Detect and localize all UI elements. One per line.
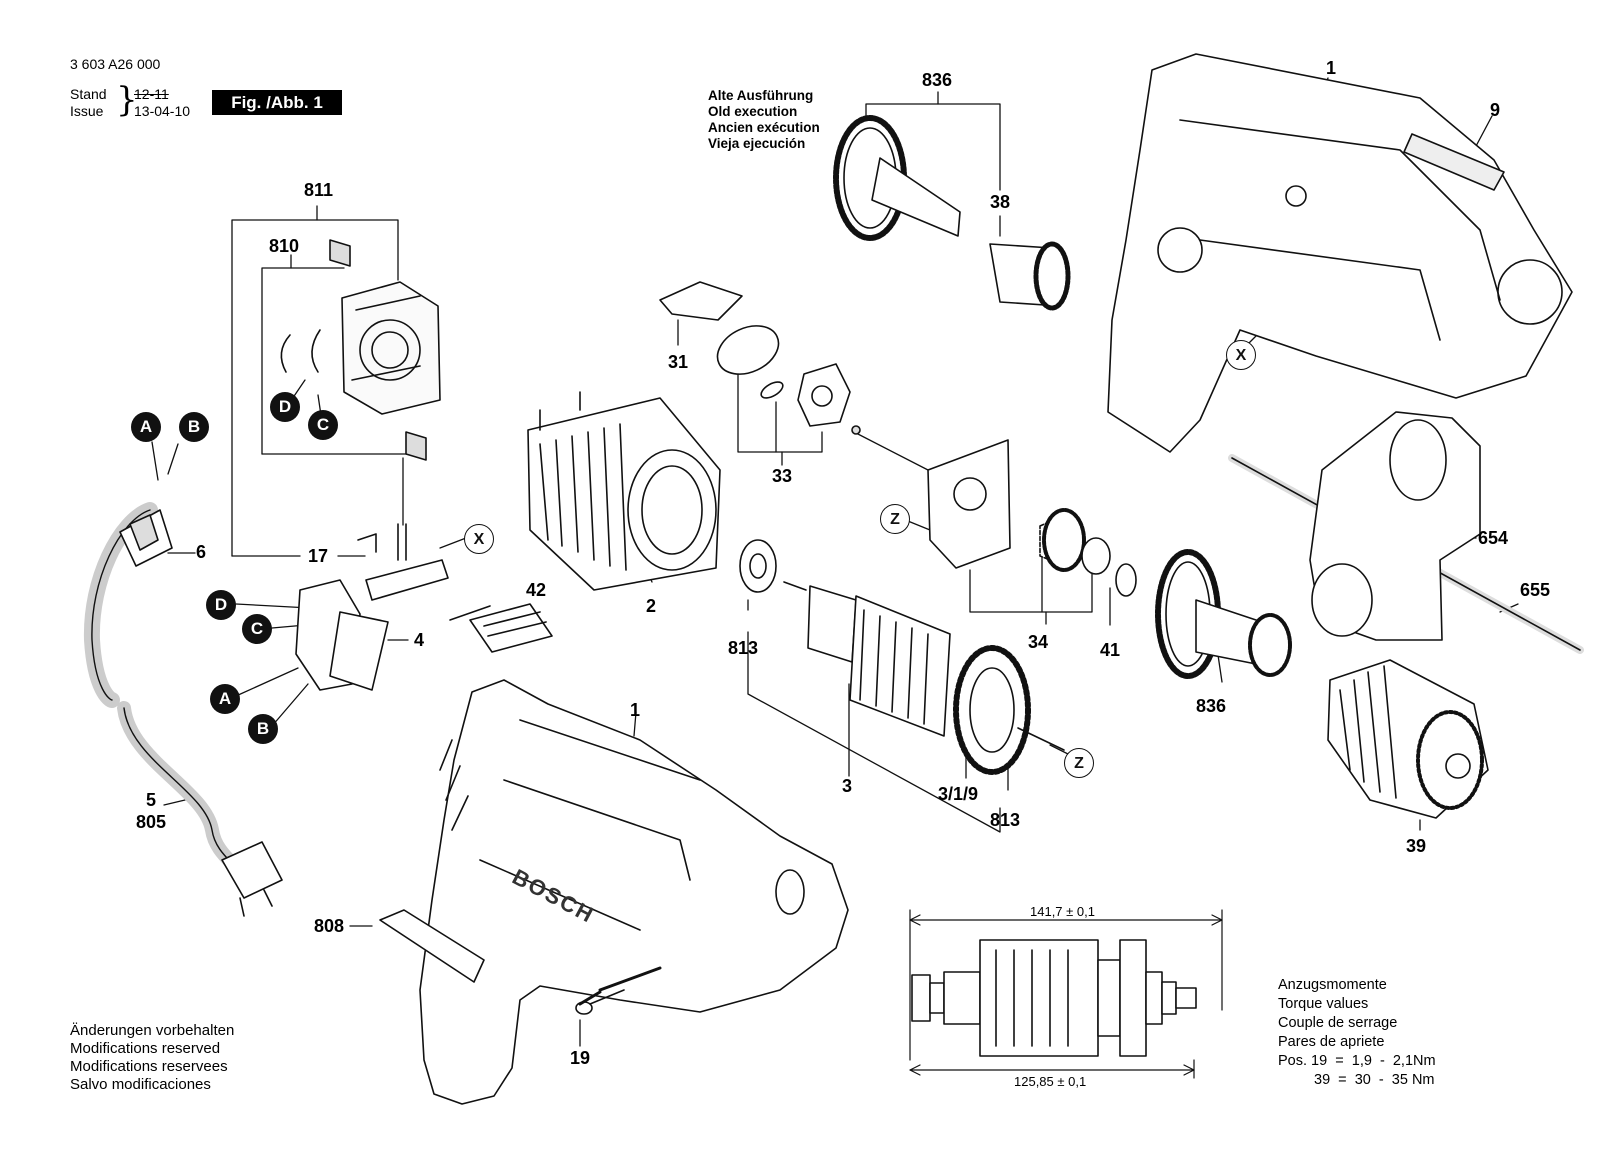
part-label-3: 3 <box>842 776 853 796</box>
note-es: Salvo modificaciones <box>70 1076 211 1093</box>
fan-baffle-drawing <box>659 281 861 435</box>
part-42-drawing <box>449 603 553 653</box>
dimension-overall: 141,7 ± 0,1 <box>1030 904 1095 919</box>
part-label-34: 34 <box>1028 632 1049 652</box>
part-label-6: 6 <box>196 542 207 562</box>
power-cord-drawing <box>83 441 283 917</box>
note-fr: Modifications reservees <box>70 1058 228 1075</box>
note-de: Änderungen vorbehalten <box>70 1022 235 1039</box>
old-execution-fr: Ancien exécution <box>708 120 820 135</box>
armature-drawing <box>739 539 1065 775</box>
doc-number: 3 603 A26 000 <box>70 56 161 72</box>
part-label-810: 810 <box>269 236 300 256</box>
figure-tag: Fig. /Abb. 1 <box>212 90 342 115</box>
torque-title-fr: Couple de serrage <box>1278 1015 1398 1031</box>
part-label-41: 41 <box>1100 640 1121 660</box>
switch-drawing <box>295 523 449 691</box>
part-label-38: 38 <box>990 192 1011 212</box>
part-label-2: 2 <box>646 596 657 616</box>
part-label-42: 42 <box>526 580 547 600</box>
torque-title-de: Anzugsmomente <box>1278 977 1387 993</box>
part-label-5: 5 <box>146 790 157 810</box>
part-label-31: 31 <box>668 352 689 372</box>
brace-glyph: } <box>116 80 138 120</box>
issue-label: Issue <box>70 103 104 119</box>
part-label-33: 33 <box>772 466 793 486</box>
chuck-drawing <box>1327 659 1489 819</box>
part-label-811: 811 <box>304 180 334 200</box>
marker-d-brush: D <box>270 392 300 422</box>
marker-z-plate: Z <box>880 504 910 534</box>
stand-label: Stand <box>70 86 107 102</box>
bearing-plate-drawing <box>927 439 1137 597</box>
issue-date: 13-04-10 <box>134 103 191 119</box>
note-en: Modifications reserved <box>70 1040 221 1057</box>
brush-holder-drawing <box>280 239 441 461</box>
old-execution-es: Vieja ejecución <box>708 136 806 151</box>
marker-c-switch: C <box>242 614 272 644</box>
part-label-3-1-9: 3/1/9 <box>938 784 979 804</box>
old-execution-en: Old execution <box>708 104 798 119</box>
dimension-inner: 125,85 ± 0,1 <box>1014 1074 1087 1089</box>
marker-a-cord: A <box>131 412 161 442</box>
part-label-813-right: 813 <box>990 810 1021 830</box>
gear-shaft-top-drawing <box>833 115 1071 311</box>
part-label-1-mid: 1 <box>630 700 641 720</box>
marker-z-armature: Z <box>1064 748 1094 778</box>
auxiliary-handle-drawing <box>1228 411 1584 654</box>
field-coil-drawing <box>527 391 721 591</box>
part-label-9: 9 <box>1490 100 1501 120</box>
old-execution-de: Alte Ausführung <box>708 88 814 103</box>
torque-title-en: Torque values <box>1278 996 1369 1012</box>
housing-half-drawing <box>1107 53 1573 453</box>
marker-x-bracket: X <box>464 524 494 554</box>
part-label-836-top: 836 <box>922 70 953 90</box>
part-label-4: 4 <box>414 630 425 650</box>
marker-c-brush: C <box>308 410 338 440</box>
dimension-drawing <box>909 909 1223 1079</box>
part-label-654: 654 <box>1478 528 1509 548</box>
part-label-808: 808 <box>314 916 345 936</box>
marker-b-cord: B <box>179 412 209 442</box>
gear-shaft-bottom-drawing <box>1155 549 1292 679</box>
marker-x-housing: X <box>1226 340 1256 370</box>
part-label-17: 17 <box>308 546 329 566</box>
part-label-655: 655 <box>1520 580 1551 600</box>
torque-row-19: Pos. 19 = 1,9 - 2,1Nm <box>1278 1053 1436 1069</box>
part-label-39: 39 <box>1406 836 1427 856</box>
part-label-1-top: 1 <box>1326 58 1337 78</box>
marker-a-switch: A <box>210 684 240 714</box>
part-label-836-bottom: 836 <box>1196 696 1227 716</box>
part-label-805: 805 <box>136 812 167 832</box>
torque-row-39: 39 = 30 - 35 Nm <box>1314 1072 1435 1088</box>
part-label-813-left: 813 <box>728 638 759 658</box>
screw-19-drawing <box>575 989 625 1015</box>
stand-date: 12-11 <box>134 86 169 102</box>
marker-d-switch: D <box>206 590 236 620</box>
drill-housing-drawing <box>379 679 849 1105</box>
marker-b-switch: B <box>248 714 278 744</box>
part-label-19: 19 <box>570 1048 591 1068</box>
torque-title-es: Pares de apriete <box>1278 1034 1385 1050</box>
